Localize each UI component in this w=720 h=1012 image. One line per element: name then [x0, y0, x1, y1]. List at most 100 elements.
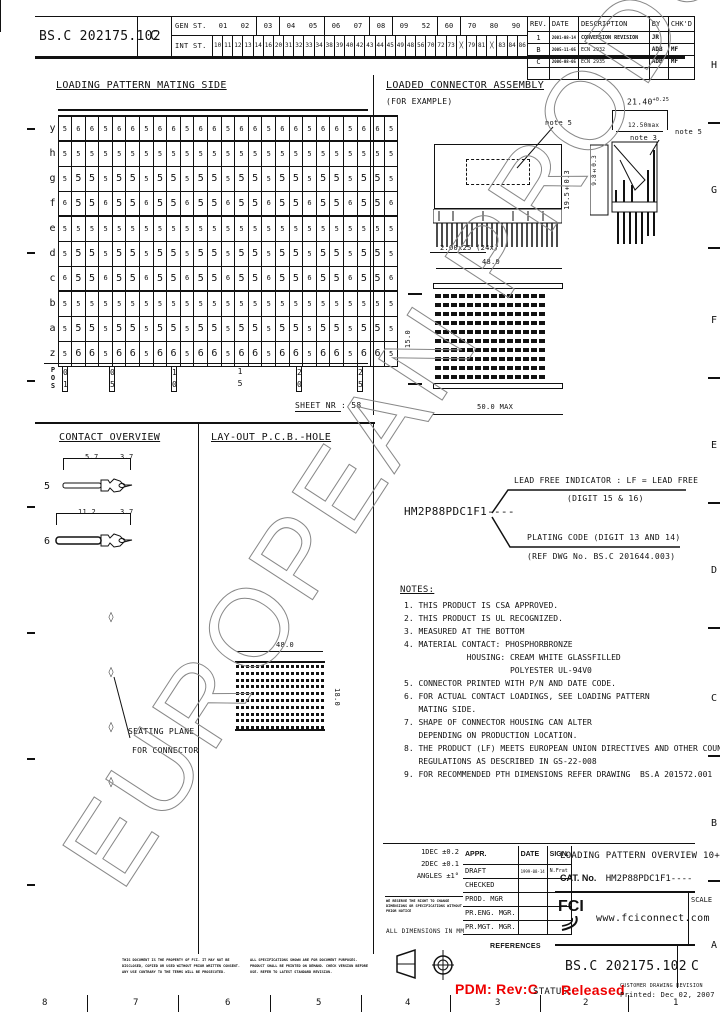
hole — [261, 671, 264, 675]
loading-cell: 6 — [302, 265, 317, 292]
hole — [236, 685, 239, 689]
hole — [316, 692, 319, 696]
prod-mgr-label: PROD. MGR — [463, 891, 519, 907]
loading-cell: 5 — [315, 290, 331, 317]
hole — [316, 698, 319, 702]
pr-eng-mgr-label: PR.ENG. MGR. — [463, 905, 519, 921]
header-drawing-number-box: BS.C 202175.102 — [35, 16, 161, 56]
loading-cell: 5 — [193, 165, 209, 192]
hole-row — [235, 690, 325, 697]
hole — [311, 665, 314, 668]
pad — [515, 348, 521, 352]
hole — [306, 665, 309, 668]
hole — [266, 712, 269, 716]
loading-cell: 5 — [220, 315, 236, 342]
sheet-number: SHEET NR : 58 — [295, 401, 362, 410]
loading-cell: 5 — [179, 140, 195, 167]
loading-cell: 5 — [302, 140, 317, 167]
loading-cell: 5 — [98, 240, 113, 267]
zone-row-label: H — [711, 60, 718, 71]
loading-cell: 5 — [57, 140, 73, 167]
loading-cell: 5 — [329, 140, 344, 167]
side-width-dim-bracket — [612, 110, 668, 130]
pad — [451, 375, 457, 379]
zone-row-tick — [708, 755, 720, 757]
hole — [251, 712, 254, 716]
gen-st-value: 05 — [308, 22, 318, 30]
customer-drawing-revision: CUSTOMER DRAWING REVISION — [620, 983, 703, 989]
pad — [523, 303, 529, 307]
loading-cell: 5 — [166, 215, 181, 242]
hole — [271, 671, 274, 675]
pad — [435, 294, 441, 298]
int-st-value: 12 — [232, 36, 242, 56]
loading-cell: 5 — [166, 165, 181, 192]
loading-cell: 5 — [166, 265, 181, 292]
connector-bottom-view — [433, 283, 563, 398]
pad — [483, 375, 489, 379]
pad — [531, 357, 537, 361]
references-label: REFERENCES — [490, 943, 541, 950]
pad — [459, 357, 465, 361]
loading-cell: 5 — [179, 290, 195, 317]
gen-st-value: 06 — [324, 16, 347, 36]
hole — [311, 692, 314, 696]
hole — [306, 719, 309, 723]
loading-cell: 5 — [315, 165, 331, 192]
hole — [306, 678, 309, 682]
loading-cell: 6 — [84, 115, 100, 142]
pad — [451, 330, 457, 334]
hole — [291, 705, 294, 709]
hole — [256, 726, 259, 730]
seating-plane-line2: FOR CONNECTOR — [132, 746, 199, 755]
hole — [251, 685, 254, 689]
loading-cell: 5 — [207, 215, 222, 242]
pad — [483, 321, 489, 325]
hole — [236, 671, 239, 675]
hole — [236, 678, 239, 682]
loading-cell: 5 — [98, 165, 113, 192]
note-item: 5. CONNECTOR PRINTED WITH P/N AND DATE C… — [404, 679, 616, 688]
loading-cell: 5 — [57, 215, 73, 242]
pad — [459, 348, 465, 352]
note-item: 1. THIS PRODUCT IS CSA APPROVED. — [404, 601, 559, 610]
hole — [256, 712, 259, 716]
hole — [256, 692, 259, 696]
hole — [271, 719, 274, 723]
hole — [241, 726, 244, 730]
zone-column-label: 1 — [673, 998, 679, 1008]
pad — [499, 339, 505, 343]
loading-cell: 5 — [152, 190, 168, 217]
pos-label-text: POS — [49, 366, 57, 390]
part-number: HM2P88PDC1F1---- — [404, 505, 515, 518]
pitch-dimension: 2.00x25 (24x) — [440, 244, 499, 252]
hole — [246, 685, 249, 689]
hole — [276, 712, 279, 716]
hole — [286, 698, 289, 702]
loading-cell: 5 — [342, 315, 358, 342]
hole — [321, 726, 324, 730]
pad — [459, 330, 465, 334]
pad — [531, 375, 537, 379]
pad — [507, 303, 513, 307]
loading-cell: 5 — [84, 165, 100, 192]
loading-cell: 5 — [71, 265, 86, 292]
hole — [251, 705, 254, 709]
int-st-value: ╳ — [455, 36, 466, 56]
pad — [435, 357, 441, 361]
zone-left-tick — [27, 252, 35, 254]
loading-cell: 5 — [193, 140, 209, 167]
notes-list: 1. THIS PRODUCT IS CSA APPROVED.2. THIS … — [404, 599, 720, 781]
hole — [251, 678, 254, 682]
bottom-width-dim-line — [433, 414, 563, 415]
loading-cell: 5 — [71, 290, 86, 317]
fci-logo: FCI — [558, 898, 588, 936]
loading-row-label: f — [49, 198, 56, 209]
hole — [311, 698, 314, 702]
